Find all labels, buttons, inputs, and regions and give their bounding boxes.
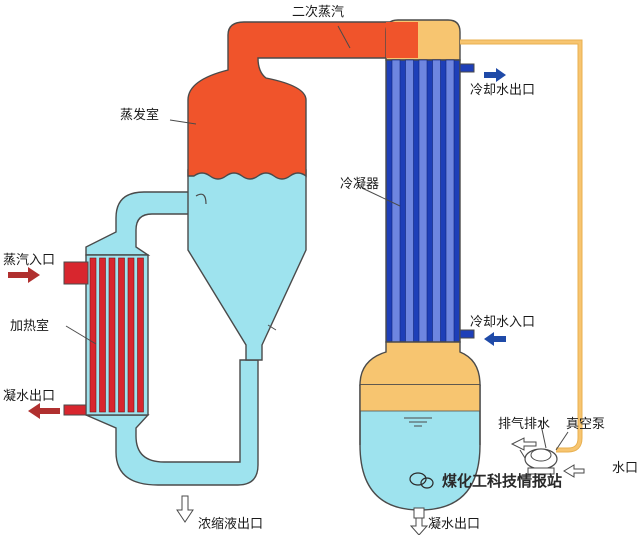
heater-tube [137, 257, 144, 413]
condenser-tube [418, 59, 428, 343]
label-condensate-outlet-left: 凝水出口 [3, 388, 55, 404]
heating-chamber [63, 191, 259, 486]
watermark: 煤化工科技情报站 [409, 472, 562, 490]
leader-lines [65, 25, 569, 451]
evaporation-chamber [187, 21, 391, 361]
condenser-tube [445, 59, 455, 343]
label-exhaust-drain: 排气排水 [498, 416, 550, 432]
vacuum-line [460, 39, 583, 453]
condensate-bottom-arrow [409, 517, 429, 535]
cooling-inlet-arrow [484, 332, 506, 346]
label-cooling-water-outlet: 冷却水出口 [470, 83, 535, 98]
label-steam-inlet: 蒸汽入口 [3, 253, 55, 268]
label-condenser: 冷凝器 [340, 176, 379, 192]
label-secondary-steam: 二次蒸汽 [292, 4, 344, 20]
flow-arrows [8, 68, 585, 535]
exhaust-arrow [510, 437, 537, 451]
label-condensate-outlet-bottom: 凝水出口 [428, 516, 480, 532]
label-vacuum-pump: 真空泵 [566, 417, 605, 432]
concentrate-outlet-arrow [176, 495, 194, 523]
label-concentrate-outlet: 浓缩液出口 [198, 516, 263, 532]
label-cooling-water-inlet: 冷却水入口 [470, 315, 535, 330]
heater-tube [127, 257, 135, 413]
heater-tube [89, 257, 97, 413]
label-evaporation-chamber: 蒸发室 [120, 107, 159, 123]
condensate-outlet-arrow [28, 403, 60, 419]
condenser [359, 19, 481, 519]
heater-tube [99, 257, 106, 413]
heater-tube [108, 257, 116, 413]
pump-water-arrow [563, 464, 585, 478]
vacuum-pump [519, 448, 558, 475]
condenser-tube [405, 59, 414, 343]
label-heating-chamber: 加热室 [10, 318, 49, 334]
condenser-tube [432, 59, 441, 343]
condenser-tube [391, 59, 401, 343]
cooling-outlet-arrow [484, 68, 506, 82]
label-pump-water: 水口 [612, 461, 638, 476]
steam-inlet-arrow [8, 267, 40, 283]
watermark-text: 煤化工科技情报站 [442, 472, 562, 490]
heater-tube [118, 257, 125, 413]
wechat-icon [409, 472, 434, 489]
